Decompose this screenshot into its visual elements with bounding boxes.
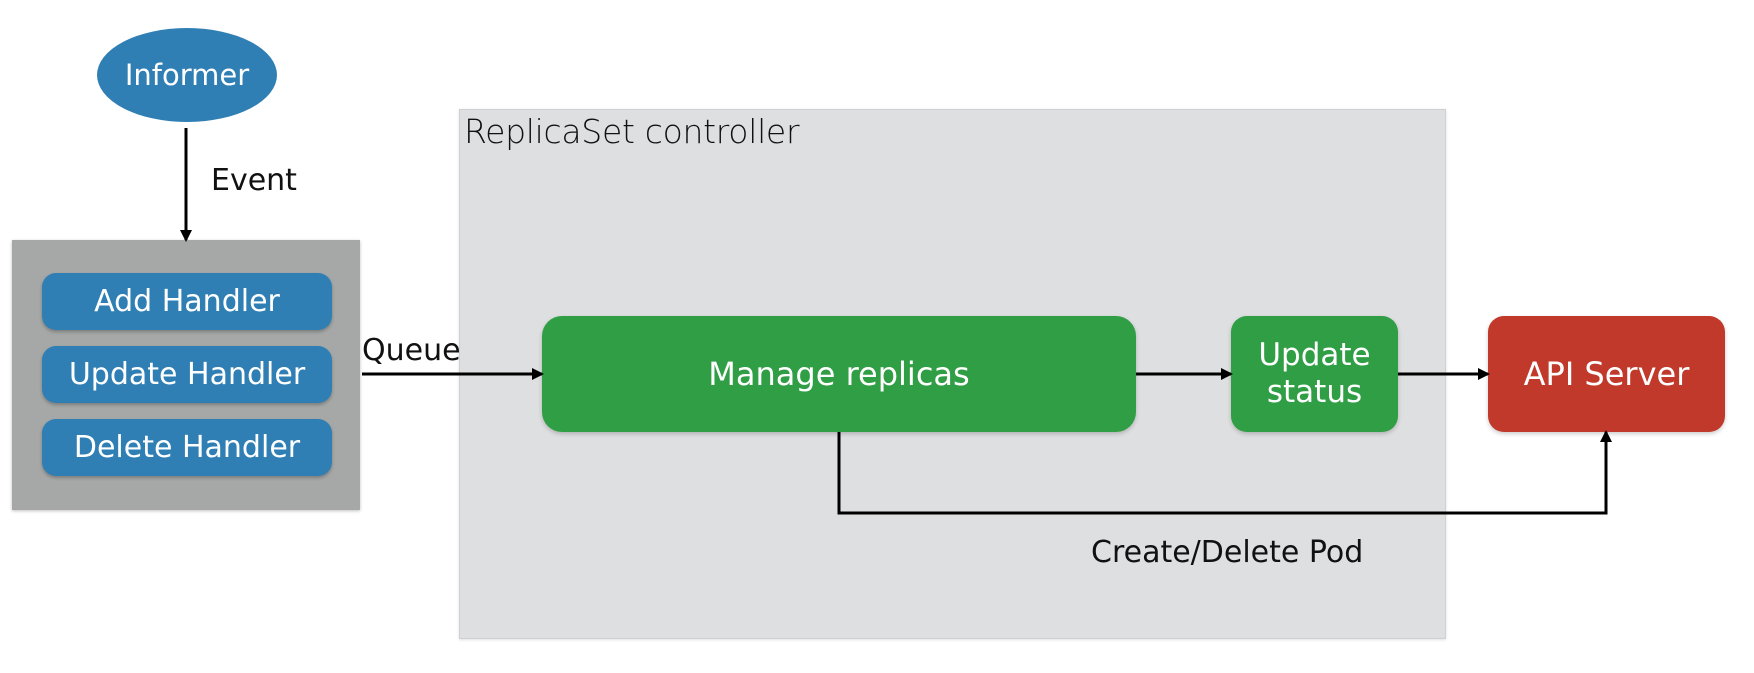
update-status-node: Update status <box>1231 316 1398 432</box>
delete-handler-node: Delete Handler <box>42 419 332 476</box>
api-server-node: API Server <box>1488 316 1725 432</box>
controller-title: ReplicaSet controller <box>464 112 800 151</box>
create-delete-pod-arrow <box>837 430 1612 515</box>
create-delete-pod-edge-label: Create/Delete Pod <box>1091 535 1364 570</box>
informer-node: Informer <box>97 28 277 122</box>
queue-edge-label: Queue <box>362 333 461 368</box>
manage-replicas-node: Manage replicas <box>542 316 1136 432</box>
add-handler-node: Add Handler <box>42 273 332 330</box>
event-edge-label: Event <box>211 163 297 198</box>
update-handler-node: Update Handler <box>42 346 332 403</box>
